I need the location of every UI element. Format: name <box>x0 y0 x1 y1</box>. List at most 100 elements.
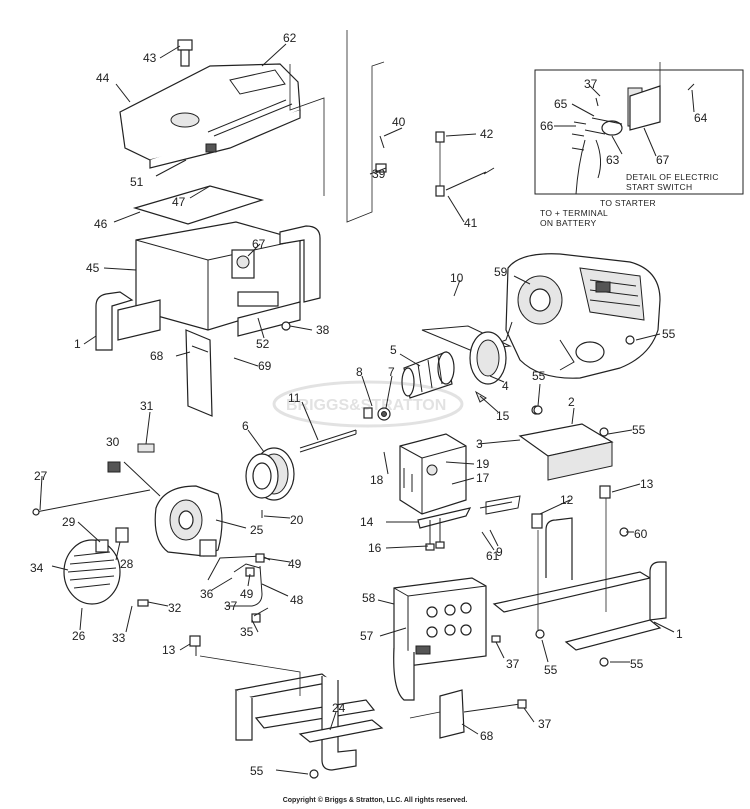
frame-handle-left <box>95 225 321 351</box>
callout-46: 46 <box>94 217 108 231</box>
callout-27: 27 <box>34 469 48 483</box>
callout-47: 47 <box>172 195 186 209</box>
callout-5: 5 <box>390 343 397 357</box>
watermark-text: BRIGGS&STRATTON <box>286 397 446 414</box>
rotor-shroud <box>421 325 512 385</box>
callout-1-right: 1 <box>676 627 683 641</box>
callout-30: 30 <box>106 435 120 449</box>
callout-68-upper: 68 <box>150 349 164 363</box>
electric-start-switch-detail <box>534 62 744 195</box>
callout-49-lower: 49 <box>240 587 254 601</box>
callout-44: 44 <box>96 71 110 85</box>
callout-55-frame-left: 55 <box>544 663 558 677</box>
callout-37-detail: 37 <box>584 77 598 91</box>
fuel-tank <box>119 63 301 169</box>
callout-34: 34 <box>30 561 44 575</box>
fuel-line-bracket <box>289 30 387 223</box>
callout-31: 31 <box>140 399 154 413</box>
callout-26: 26 <box>72 629 86 643</box>
control-panel <box>393 577 501 701</box>
callout-24: 24 <box>332 701 346 715</box>
callout-66: 66 <box>540 119 554 133</box>
callout-13-left: 13 <box>162 643 176 657</box>
callout-59: 59 <box>494 265 508 279</box>
callout-8: 8 <box>356 365 363 379</box>
callout-37-lower: 37 <box>538 717 552 731</box>
callout-2: 2 <box>568 395 575 409</box>
callout-3: 3 <box>476 437 483 451</box>
callout-55-frame-right: 55 <box>630 657 644 671</box>
callout-67-detail: 67 <box>656 153 670 167</box>
callout-64: 64 <box>694 111 708 125</box>
detail-title-line-2: START SWITCH <box>626 182 692 192</box>
detail-title-line-1: DETAIL OF ELECTRIC <box>626 172 719 182</box>
stator <box>245 447 295 518</box>
callout-28: 28 <box>120 557 134 571</box>
callout-68-lower: 68 <box>480 729 494 743</box>
lower-frame-left <box>189 635 384 771</box>
callout-55-mount: 55 <box>532 369 546 383</box>
callout-62: 62 <box>283 31 297 45</box>
hex-nuts <box>281 321 635 779</box>
frame-handle-right <box>492 498 667 651</box>
callout-10: 10 <box>450 271 464 285</box>
callout-12: 12 <box>560 493 574 507</box>
fuel-cap <box>177 39 193 67</box>
callout-7: 7 <box>388 365 395 379</box>
callout-37-panel: 37 <box>506 657 520 671</box>
callout-6: 6 <box>242 419 249 433</box>
mounting-bracket-68 <box>185 329 213 417</box>
callout-13-right: 13 <box>640 477 654 491</box>
callout-38: 38 <box>316 323 330 337</box>
callout-15: 15 <box>496 409 510 423</box>
callout-36: 36 <box>200 587 214 601</box>
callout-33: 33 <box>112 631 126 645</box>
callout-1-left: 1 <box>74 337 81 351</box>
callout-55-bottom: 55 <box>250 764 264 778</box>
callout-16: 16 <box>368 541 382 555</box>
callout-37-left: 37 <box>224 599 238 613</box>
callout-25: 25 <box>250 523 264 537</box>
muffler <box>399 433 467 515</box>
callout-58: 58 <box>362 591 376 605</box>
callout-20: 20 <box>290 513 304 527</box>
callout-43: 43 <box>143 51 157 65</box>
to-battery-note-line-2: ON BATTERY <box>540 218 597 228</box>
callout-17: 17 <box>476 471 490 485</box>
callout-29: 29 <box>62 515 76 529</box>
brush-holder-and-small-parts <box>32 443 155 607</box>
engine-mount-plate <box>518 405 629 537</box>
callout-63: 63 <box>606 153 620 167</box>
fuel-shutoff-valve <box>435 131 495 197</box>
end-cover-grille <box>63 539 121 605</box>
callout-18: 18 <box>370 473 384 487</box>
callout-57: 57 <box>360 629 374 643</box>
rear-bearing-carrier <box>154 485 223 557</box>
callout-55-engine: 55 <box>662 327 676 341</box>
callout-49-upper: 49 <box>288 557 302 571</box>
callout-39: 39 <box>372 167 386 181</box>
callout-35: 35 <box>240 625 254 639</box>
callout-52: 52 <box>256 337 270 351</box>
callout-55-right: 55 <box>632 423 646 437</box>
to-battery-note-line-1: TO + TERMINAL <box>540 208 608 218</box>
tank-mounting-plate <box>132 185 265 225</box>
copyright-notice: Copyright © Briggs & Stratton, LLC. All … <box>282 797 468 804</box>
muffler-bracket <box>417 495 521 551</box>
callout-labels: 43 62 44 40 42 39 41 51 47 46 45 67 52 3… <box>30 31 708 778</box>
callout-65: 65 <box>554 97 568 111</box>
callout-61: 61 <box>486 549 500 563</box>
callout-32: 32 <box>168 601 182 615</box>
callout-40: 40 <box>392 115 406 129</box>
callout-41: 41 <box>464 216 478 230</box>
callout-11: 11 <box>288 391 301 405</box>
leader-lines <box>39 43 695 775</box>
callout-48: 48 <box>290 593 304 607</box>
callout-19: 19 <box>476 457 490 471</box>
engine-assembly <box>489 253 661 379</box>
callout-51: 51 <box>130 175 144 189</box>
mounting-bracket-lower <box>409 689 527 739</box>
callout-69: 69 <box>258 359 272 373</box>
